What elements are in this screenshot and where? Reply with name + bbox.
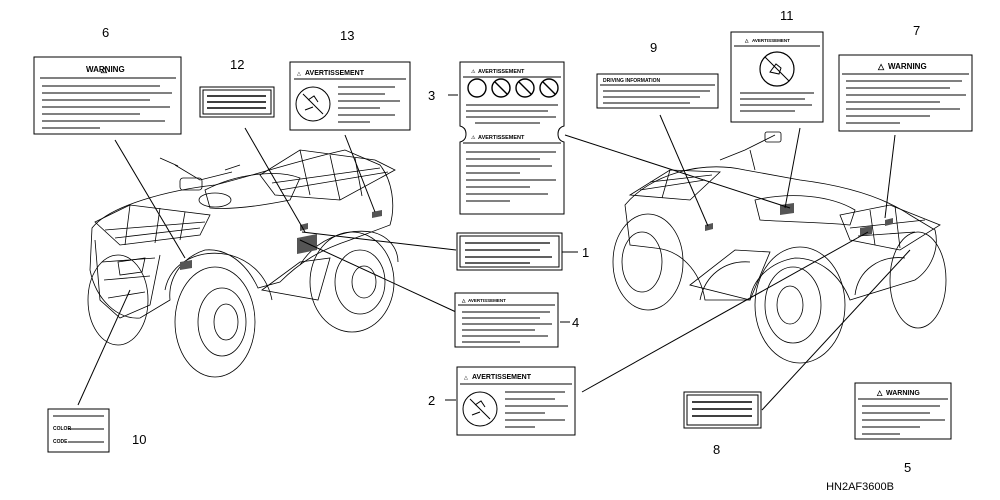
atv-right-view (612, 131, 947, 364)
label-8 (683, 391, 762, 429)
leader-lines (77, 94, 911, 411)
callout-10: 10 (132, 432, 146, 447)
label-9-title: DRIVING INFORMATION (603, 78, 661, 84)
label-13-avertissement: △ AVERTISSEMENT (289, 61, 411, 131)
callout-12: 12 (230, 57, 244, 72)
callout-9: 9 (650, 40, 657, 55)
label-9-driving-information: DRIVING INFORMATION (596, 73, 719, 109)
callout-3: 3 (428, 88, 435, 103)
label-5-title: WARNING (886, 390, 920, 397)
label-10-color: COLOR (53, 426, 71, 432)
callout-13: 13 (340, 28, 354, 43)
label-6-warning: △ WARNING (33, 56, 182, 135)
label-4: △ AVERTISSEMENT (454, 292, 559, 348)
callout-1: 1 (582, 245, 589, 260)
svg-text:△: △ (297, 71, 301, 77)
diagram-code: HN2AF3600B (826, 481, 894, 493)
label-4-title: AVERTISSEMENT (468, 298, 506, 303)
svg-text:△: △ (464, 375, 468, 381)
atv-left-view (87, 149, 399, 378)
label-2-title: AVERTISSEMENT (472, 374, 532, 381)
label-13-title: AVERTISSEMENT (305, 70, 365, 77)
callout-numbers: 1 2 3 4 5 6 7 8 9 10 11 12 13 (102, 8, 920, 475)
label-1 (456, 232, 563, 271)
callout-4: 4 (572, 315, 579, 330)
label-11-title: AVERTISSEMENT (752, 38, 790, 43)
label-10-color-code: COLOR CODE (47, 408, 110, 453)
svg-text:⚠: ⚠ (471, 69, 476, 75)
callout-2: 2 (428, 393, 435, 408)
svg-text:△: △ (461, 298, 466, 303)
label-6-title: WARNING (86, 65, 125, 74)
label-3-avertissement: ⚠ AVERTISSEMENT ⚠ AVERTISSEMENT (459, 61, 565, 215)
label-11: △ AVERTISSEMENT (730, 31, 824, 123)
svg-text:△: △ (100, 65, 108, 74)
label-3-title: AVERTISSEMENT (478, 69, 525, 75)
label-5-warning: △ WARNING (854, 382, 952, 440)
label-10-code: CODE (53, 439, 68, 445)
label-7-title: WARNING (888, 62, 927, 71)
svg-text:△: △ (876, 390, 883, 397)
label-3-title-2: AVERTISSEMENT (478, 135, 525, 141)
label-7-warning: △ WARNING (838, 54, 973, 132)
svg-text:⚠: ⚠ (471, 135, 476, 141)
callout-7: 7 (913, 23, 920, 38)
label-2-avertissement: △ AVERTISSEMENT (456, 366, 576, 436)
svg-text:△: △ (744, 38, 749, 43)
callout-6: 6 (102, 25, 109, 40)
callout-5: 5 (904, 460, 911, 475)
callout-8: 8 (713, 442, 720, 457)
label-12 (199, 86, 275, 118)
callout-11: 11 (780, 8, 794, 23)
svg-text:△: △ (877, 62, 885, 71)
